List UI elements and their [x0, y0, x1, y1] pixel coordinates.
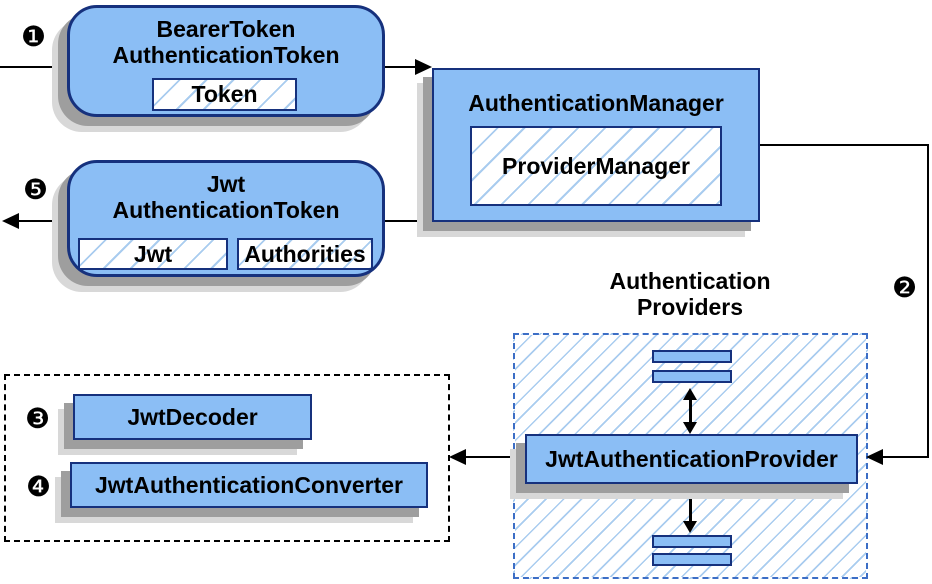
other-provider-rect-top-2: [652, 370, 732, 383]
other-provider-rect-top-1: [652, 350, 732, 363]
authentication-providers-label-line2: Providers: [636, 294, 744, 320]
provider-manager-field: ProviderManager: [470, 126, 722, 206]
step-1-badge: ❶: [21, 20, 47, 53]
token-field: Token: [152, 78, 297, 111]
manager-to-provider-line: [883, 456, 929, 458]
bearer-token-title-line1: BearerToken: [156, 16, 296, 42]
jwt-authentication-provider-node: JwtAuthenticationProvider: [525, 434, 858, 484]
manager-to-jwttoken-line: [385, 220, 433, 222]
authorities-field: Authorities: [237, 238, 373, 270]
arrow-down-icon: [683, 521, 697, 533]
arrow-down-icon: [683, 422, 697, 434]
manager-down-line: [927, 144, 929, 458]
bearer-token-title-line2: AuthenticationToken: [112, 42, 340, 68]
step-2-badge: ❷: [892, 271, 918, 304]
jwt-field: Jwt: [78, 238, 228, 270]
other-provider-rect-bottom-1: [652, 535, 732, 548]
jwt-authentication-converter-node: JwtAuthenticationConverter: [70, 462, 428, 508]
authentication-providers-label-line1: Authentication: [609, 268, 771, 294]
incoming-request-line: [0, 66, 60, 68]
double-arrow-top-icon: [683, 388, 697, 434]
provider-to-tools-arrowhead-icon: [449, 449, 466, 465]
step-5-badge: ❺: [23, 173, 49, 206]
jwt-authentication-token-node: Jwt AuthenticationToken Jwt Authorities: [67, 160, 385, 277]
arrow-shaft: [688, 397, 692, 425]
jwt-decoder-node: JwtDecoder: [73, 394, 312, 440]
arrow-up-icon: [683, 388, 697, 400]
arrow-shaft: [688, 495, 692, 524]
bearer-token-authentication-token-node: BearerToken AuthenticationToken Token: [67, 5, 385, 117]
step-3-badge: ❸: [25, 402, 51, 435]
manager-right-line: [759, 144, 929, 146]
bearer-to-manager-line: [385, 66, 417, 68]
jwttoken-out-line: [19, 220, 68, 222]
jwt-token-title-line1: Jwt: [206, 171, 246, 197]
jwt-token-title-line2: AuthenticationToken: [112, 197, 340, 223]
double-arrow-bottom-icon: [683, 486, 697, 533]
arrow-up-icon: [683, 486, 697, 498]
authentication-providers-label: Authentication Providers: [555, 268, 825, 320]
authentication-manager-node: AuthenticationManager ProviderManager: [432, 68, 760, 222]
bearer-to-manager-arrowhead-icon: [415, 59, 432, 75]
provider-to-tools-line: [466, 456, 527, 458]
step-4-badge: ❹: [26, 470, 52, 503]
jwttoken-out-arrowhead-icon: [2, 213, 19, 229]
authentication-manager-title: AuthenticationManager: [468, 90, 724, 116]
manager-to-provider-arrowhead-icon: [866, 449, 883, 465]
other-provider-rect-bottom-2: [652, 553, 732, 566]
